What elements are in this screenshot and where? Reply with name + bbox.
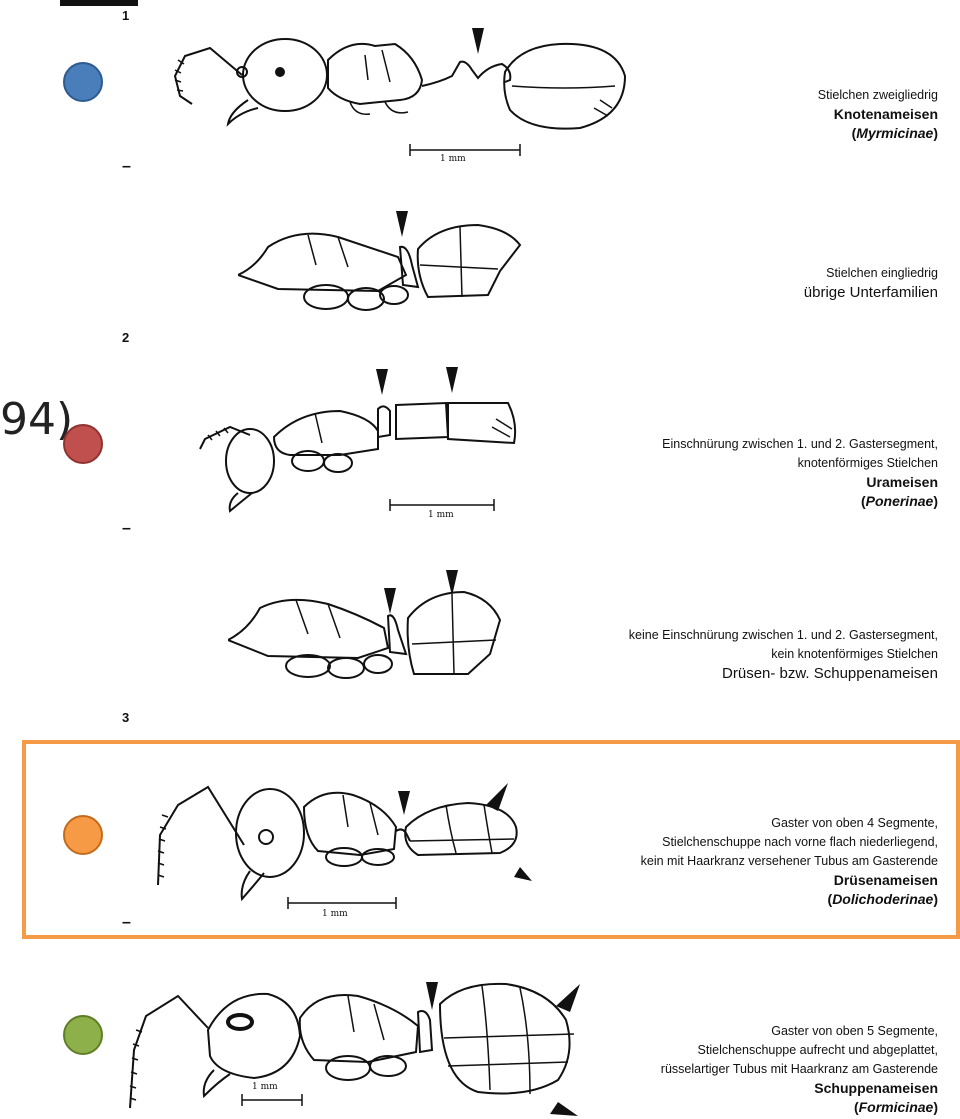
description-line: kein knotenförmiges Stielchen: [629, 645, 938, 664]
description-myrmicinae: Stielchen zweigliedrig Knotenameisen (My…: [818, 86, 938, 144]
description-line: Drüsen- bzw. Schuppenameisen: [629, 664, 938, 683]
common-name: Drüsenameisen: [641, 871, 938, 890]
marker-dot-green: [63, 1015, 103, 1055]
ant-drawing-no-constriction: [228, 568, 518, 686]
description-line: Gaster von oben 5 Segmente,: [661, 1022, 938, 1041]
description-line: keine Einschnürung zwischen 1. und 2. Ga…: [629, 626, 938, 645]
description-line: Stielchen zweigliedrig: [818, 86, 938, 105]
ant-drawing-single-petiole: [238, 205, 528, 320]
ant-drawing-ponerinae: [190, 365, 530, 520]
description-line: Einschnürung zwischen 1. und 2. Gasterse…: [662, 435, 938, 454]
description-other-subfamilies: Stielchen eingliedrig übrige Unterfamili…: [804, 264, 938, 302]
dash-mark: –: [122, 520, 131, 538]
common-name: Knotenameisen: [818, 105, 938, 124]
scale-bar-label: 1 mm: [428, 510, 454, 520]
scale-bar-label: 1 mm: [322, 909, 348, 919]
description-formicinae: Gaster von oben 5 Segmente, Stielchensch…: [661, 1022, 938, 1118]
description-druesen-schuppen: keine Einschnürung zwischen 1. und 2. Ga…: [629, 626, 938, 683]
step-number: 3: [122, 710, 129, 725]
paren: ): [933, 1099, 938, 1115]
scientific-name: Formicinae: [859, 1099, 934, 1115]
step-number: 2: [122, 330, 129, 345]
description-line: Stielchenschuppe nach vorne flach nieder…: [641, 833, 938, 852]
scale-bar-label: 1 mm: [252, 1082, 278, 1092]
ant-drawing-myrmicinae: [160, 20, 640, 180]
cropped-text-fragment: 94): [0, 394, 73, 445]
description-dolichoderinae: Gaster von oben 4 Segmente, Stielchensch…: [641, 814, 938, 910]
description-line: Gaster von oben 4 Segmente,: [641, 814, 938, 833]
description-ponerinae: Einschnürung zwischen 1. und 2. Gasterse…: [662, 435, 938, 512]
paren: ): [933, 493, 938, 509]
description-line: Stielchen eingliedrig: [804, 264, 938, 283]
description-line: kein mit Haarkranz versehener Tubus am G…: [641, 852, 938, 871]
paren: ): [933, 891, 938, 907]
description-line: knotenförmiges Stielchen: [662, 454, 938, 473]
scientific-name: Ponerinae: [866, 493, 934, 509]
dash-mark: –: [122, 158, 131, 176]
scientific-name: Myrmicinae: [856, 125, 933, 141]
description-line: Stielchenschuppe aufrecht und abgeplatte…: [661, 1041, 938, 1060]
scale-bar-label: 1 mm: [440, 154, 466, 164]
marker-dot-blue: [63, 62, 103, 102]
paren: ): [933, 125, 938, 141]
cropped-text-fragment: [60, 0, 138, 6]
description-line: rüsselartiger Tubus mit Haarkranz am Gas…: [661, 1060, 938, 1079]
scientific-name: Dolichoderinae: [832, 891, 933, 907]
ant-drawing-dolichoderinae: [148, 775, 548, 925]
marker-dot-red: [63, 424, 103, 464]
ant-drawing-formicinae: [118, 970, 588, 1119]
step-number: 1: [122, 8, 129, 23]
common-name: Urameisen: [662, 473, 938, 492]
common-name: Schuppenameisen: [661, 1079, 938, 1098]
description-line: übrige Unterfamilien: [804, 283, 938, 302]
